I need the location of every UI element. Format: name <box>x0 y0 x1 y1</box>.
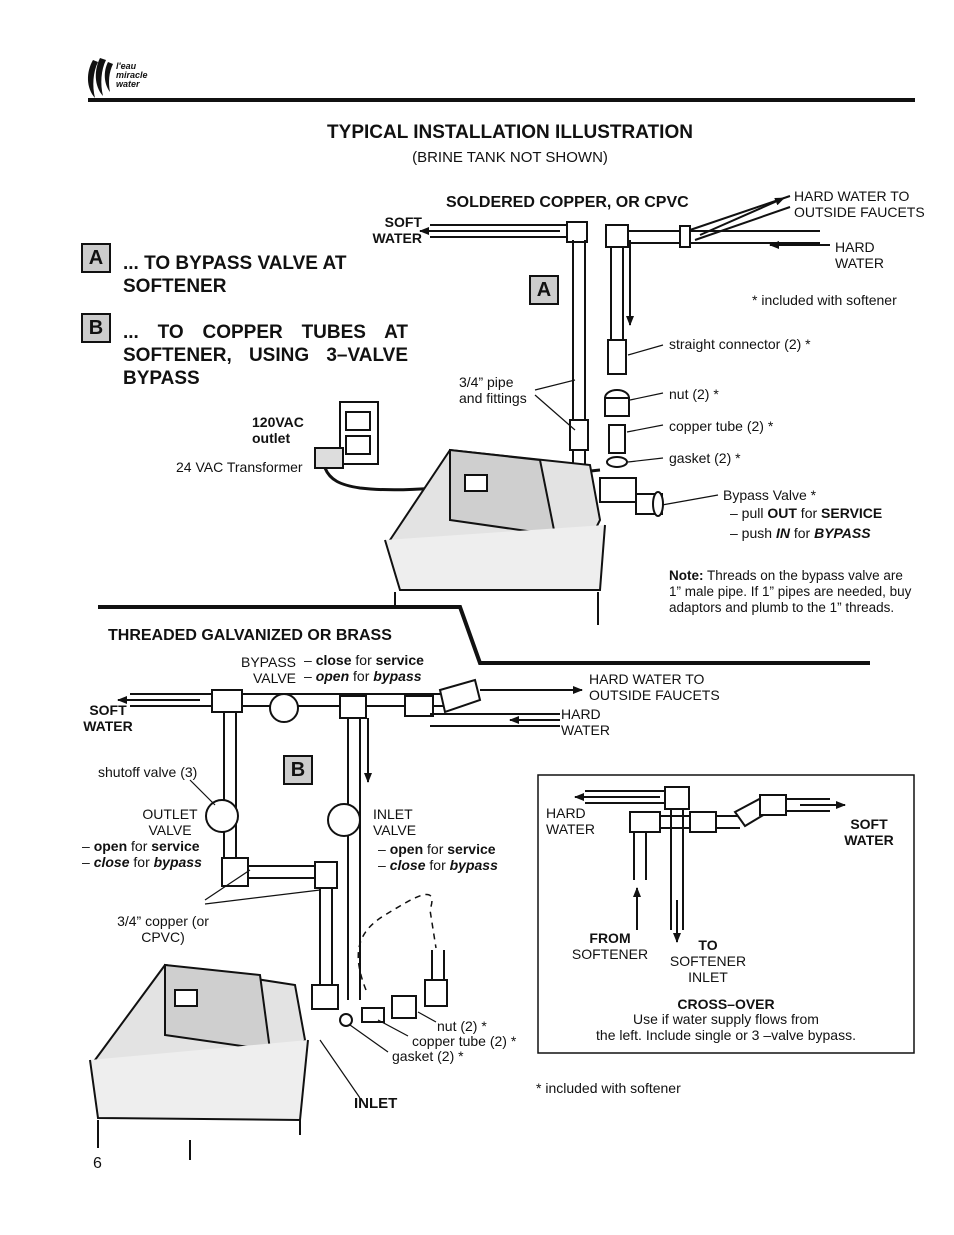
marker-b: B <box>283 755 313 785</box>
logo-text: l'eau miracle water <box>116 61 148 89</box>
bottom-heading: THREADED GALVANIZED OR BRASS <box>108 627 392 644</box>
dashed-copper-path <box>357 893 437 991</box>
inlet-valve-lines: – open for service – close for bypass <box>378 841 498 873</box>
part-copper-tube: copper tube (2) * <box>669 418 774 434</box>
page-title: TYPICAL INSTALLATION ILLUSTRATION <box>327 122 693 143</box>
crossover-piping <box>585 786 830 930</box>
transformer-label: 24 VAC Transformer <box>176 459 303 475</box>
bottom-part-nut: nut (2) * <box>437 1018 487 1034</box>
header-rule <box>88 98 915 102</box>
part-connector: straight connector (2) * <box>669 336 811 352</box>
bottom-included: * included with softener <box>536 1080 681 1096</box>
crossover-title: CROSS–OVER <box>677 996 775 1012</box>
top-included: * included with softener <box>752 292 897 308</box>
page-subtitle: (BRINE TANK NOT SHOWN) <box>412 149 608 166</box>
bypass-pull-line: – pull OUT for SERVICE <box>730 505 883 521</box>
bottom-piping <box>130 678 560 1027</box>
bottom-bypass-lines: – close for service – open for bypass <box>304 652 424 684</box>
top-heading: SOLDERED COPPER, OR CPVC <box>446 194 689 211</box>
note-block: Note: Threads on the bypass valve are 1”… <box>669 568 912 615</box>
part-gasket: gasket (2) * <box>669 450 741 466</box>
bottom-leaders <box>189 779 437 1099</box>
legend-b-text: ... TO COPPER TUBES AT SOFTENER, USING 3… <box>123 322 408 389</box>
section-divider <box>98 605 870 665</box>
shutoff-label: shutoff valve (3) <box>98 764 198 780</box>
legend-a-text: ... TO BYPASS VALVE AT SOFTENER <box>123 253 347 297</box>
faucet-arrow <box>699 197 785 236</box>
legend-a-box: A <box>81 243 111 273</box>
top-leaders <box>534 344 719 506</box>
bottom-part-copper-tube: copper tube (2) * <box>412 1033 517 1049</box>
inlet-label: INLET <box>354 1095 398 1112</box>
outlet-icon <box>314 401 379 469</box>
bypass-valve-label: Bypass Valve * <box>723 487 817 503</box>
logo-icon <box>87 58 113 98</box>
legend-b-box: B <box>81 313 111 343</box>
crossover-box <box>537 774 915 1054</box>
page-number: 6 <box>93 1155 102 1172</box>
bottom-part-gasket: gasket (2) * <box>392 1048 464 1064</box>
outlet-valve-lines: – open for service – close for bypass <box>82 838 202 870</box>
bypass-push-line: – push IN for BYPASS <box>730 525 871 541</box>
softener-top <box>384 448 606 625</box>
softener-bottom <box>89 963 309 1160</box>
marker-a: A <box>529 275 559 305</box>
part-nut: nut (2) * <box>669 386 719 402</box>
